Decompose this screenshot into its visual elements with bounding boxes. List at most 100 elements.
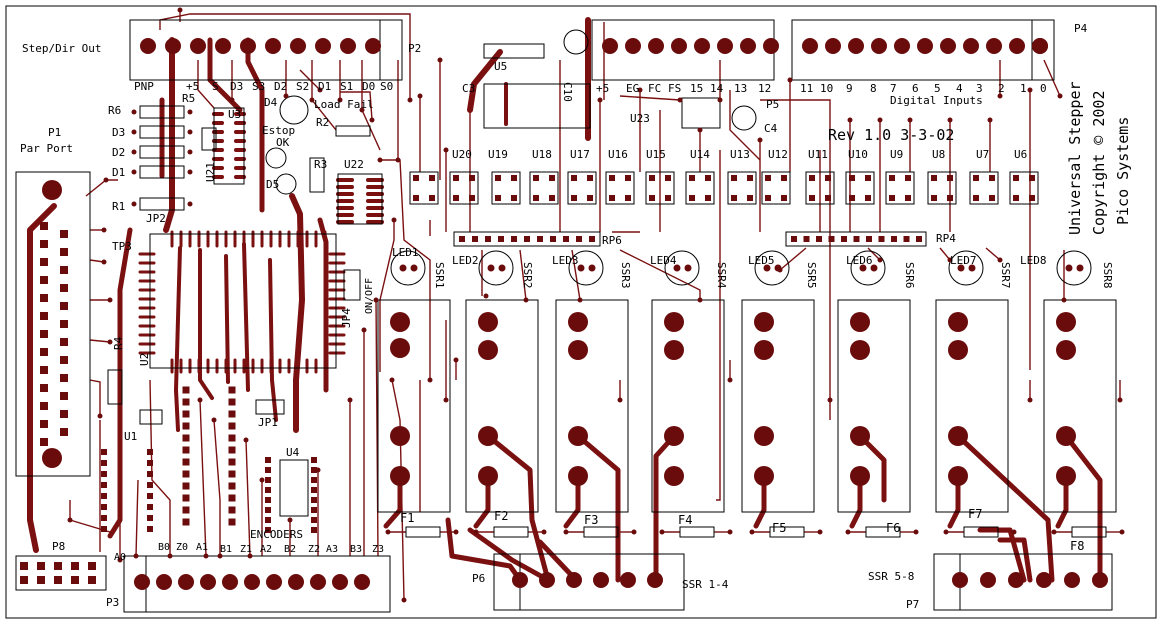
pad: [917, 38, 933, 54]
pad: [478, 312, 498, 332]
r6-label: R6: [108, 104, 121, 117]
led-outline: [850, 250, 886, 286]
ssr-outline: [377, 299, 451, 513]
via: [287, 517, 293, 523]
via: [727, 377, 733, 383]
p3-pin-label: B2: [284, 544, 296, 555]
fuse-label: F6: [886, 521, 900, 535]
load-fail-label: Load Fail: [314, 98, 374, 111]
square-pad: [705, 195, 711, 201]
square-pad: [429, 195, 435, 201]
pad: [648, 38, 664, 54]
thin-trace: [985, 247, 1001, 261]
pad: [266, 574, 282, 590]
via: [877, 257, 883, 263]
pad: [859, 264, 867, 272]
p3-pin-label: A0: [114, 552, 126, 563]
via: [347, 397, 353, 403]
jp2-label: JP2: [146, 212, 166, 225]
u5-outline: [483, 43, 545, 59]
square-pad: [791, 236, 797, 242]
square-pad: [228, 410, 236, 418]
via: [259, 477, 265, 483]
pad: [399, 264, 407, 272]
pad: [968, 264, 976, 272]
fuse-label: F7: [968, 507, 982, 521]
via: [101, 227, 107, 233]
ssr-outline: [1043, 299, 1117, 513]
thin-trace: [340, 91, 373, 121]
square-pad: [88, 562, 96, 570]
pad: [1056, 340, 1076, 360]
pad: [694, 38, 710, 54]
via: [1027, 87, 1033, 93]
via: [697, 127, 703, 133]
square-pad: [947, 175, 953, 181]
via: [443, 397, 449, 403]
title-line1: Universal Stepper: [1066, 81, 1084, 235]
pad: [894, 38, 910, 54]
square-pad: [101, 493, 107, 499]
square-pad: [228, 506, 236, 514]
p2-pin-label: S: [212, 80, 219, 93]
via: [913, 529, 919, 535]
thin-trace: [199, 399, 207, 557]
pad: [871, 38, 887, 54]
square-pad: [803, 236, 810, 242]
trace: [289, 193, 305, 433]
fuse-label: F8: [1070, 539, 1084, 553]
via: [217, 553, 223, 559]
opto-outline: [645, 171, 675, 205]
pad: [948, 340, 968, 360]
r2-body: [335, 125, 371, 137]
square-pad: [498, 236, 504, 242]
pad: [647, 572, 663, 588]
p4-pin-label: 14: [710, 82, 724, 95]
via: [1011, 529, 1017, 535]
square-pad: [865, 175, 871, 181]
pad: [134, 574, 150, 590]
pad: [1064, 572, 1080, 588]
square-pad: [550, 236, 556, 242]
led-outline: [664, 250, 700, 286]
via: [187, 149, 193, 155]
via: [757, 137, 763, 143]
square-pad: [101, 471, 107, 477]
pad: [310, 574, 326, 590]
pad: [740, 38, 756, 54]
u2-label: U2: [138, 353, 151, 366]
pad: [620, 572, 636, 588]
via: [787, 77, 793, 83]
thin-trace: [619, 249, 701, 300]
square-pad: [311, 457, 317, 463]
via: [817, 529, 823, 535]
pad: [948, 466, 968, 486]
pads: [20, 7, 1125, 603]
led-label: LED2: [452, 254, 479, 267]
pad: [754, 312, 774, 332]
square-pad: [533, 195, 539, 201]
trace: [947, 473, 961, 529]
square-pad: [549, 175, 555, 181]
via: [283, 93, 289, 99]
square-pad: [841, 236, 847, 242]
via: [67, 517, 73, 523]
via: [187, 201, 193, 207]
u5-label: U5: [494, 60, 507, 73]
trace: [268, 258, 278, 422]
square-pad: [469, 175, 475, 181]
pad: [850, 426, 870, 446]
p4-pin-label: 7: [890, 82, 897, 95]
pad: [487, 264, 495, 272]
square-pad: [589, 236, 595, 242]
u22-outline: [337, 173, 383, 225]
square-pad: [101, 449, 107, 455]
p8-label: P8: [52, 540, 65, 553]
square-pad: [101, 504, 107, 510]
jp1-outline: [255, 399, 285, 415]
via: [317, 87, 323, 93]
via: [659, 529, 665, 535]
opto-outline: [529, 171, 559, 205]
